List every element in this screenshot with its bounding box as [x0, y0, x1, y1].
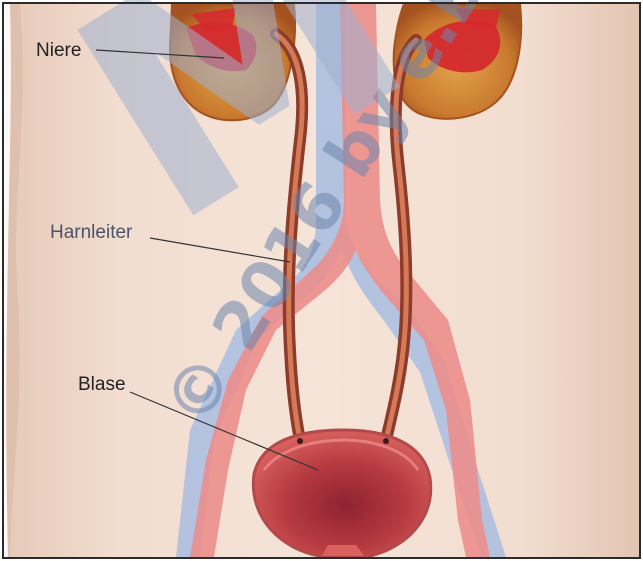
- label-ureter: Harnleiter: [50, 222, 133, 243]
- label-bladder: Blase: [78, 374, 126, 395]
- label-kidney: Niere: [36, 40, 81, 61]
- bladder: [253, 430, 430, 556]
